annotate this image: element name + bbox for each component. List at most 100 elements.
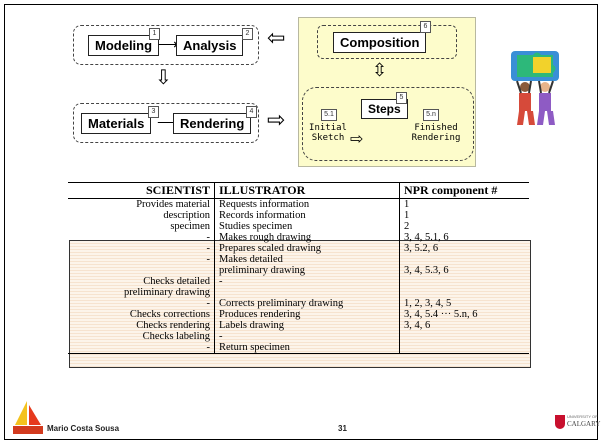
table-cell-sci: Provides material [68, 198, 215, 210]
table-row: preliminary drawing [68, 287, 529, 298]
composition-num: 6 [420, 21, 431, 33]
arrow-updown-hollow-icon: ⇳ [372, 60, 388, 80]
table-row: preliminary drawing 3, 4, 5.3, 6 [68, 265, 529, 276]
initial-sketch-label: Initial Sketch [305, 123, 351, 143]
table-cell-npr [400, 254, 530, 265]
table-cell-npr: 1, 2, 3, 4, 5 [404, 298, 452, 309]
materials-rendering-group [73, 103, 259, 143]
table-row: Checks detailed- [68, 276, 529, 287]
arrow-right-icon: ⟶ [158, 36, 179, 52]
table-cell-npr [400, 342, 530, 354]
table-cell-ill: Return specimen [214, 342, 400, 354]
materials-box: Materials [81, 113, 152, 134]
table-cell-ill [214, 287, 400, 298]
table-cell-ill: Studies specimen [214, 221, 400, 232]
table-cell-ill: preliminary drawing [214, 265, 400, 276]
table-cell-npr [400, 276, 530, 287]
table-cell-sci: - [68, 298, 215, 309]
sail-logo [13, 401, 43, 434]
table-cell-sci: - [68, 243, 215, 254]
modeling-box: Modeling [88, 35, 160, 56]
table-row: -Return specimen [68, 342, 529, 354]
table-cell-ill: Records information [214, 210, 400, 221]
arrow-down-hollow-icon: ⇩ [155, 67, 172, 89]
modeling-num: 1 [149, 28, 160, 40]
table-cell-sci: preliminary drawing [68, 287, 215, 298]
slide: Modeling 1 ⟶ Analysis 2 ⇩ Materials 3 ⟶ … [4, 4, 600, 440]
table-cell-npr: 1 [404, 210, 410, 221]
analysis-box: Analysis [176, 35, 244, 56]
table-row: Checks labeling- [68, 331, 529, 342]
steps-box: Steps [361, 99, 408, 119]
table-cell-sci: - [68, 232, 215, 243]
table-header-row: SCIENTIST ILLUSTRATOR NPR component # [68, 182, 529, 199]
table-cell-npr: 3, 4, 5.4 ··· 5.n, 6 [404, 309, 478, 320]
table-cell-npr: 2 [404, 221, 410, 232]
finished-rendering-label: Finished Rendering [408, 123, 464, 143]
table-cell-sci: description [68, 210, 215, 221]
col-npr: NPR component # [399, 182, 529, 199]
puzzle-people-clipart [511, 51, 559, 125]
finished-line2: Rendering [411, 133, 461, 143]
arrow-right-hollow-icon: ⇨ [267, 107, 286, 132]
composition-group [317, 25, 457, 59]
arrow-right-hollow-icon: ⇨ [350, 131, 364, 148]
analysis-num: 2 [242, 28, 253, 40]
table-cell-npr: 3, 5.2, 6 [404, 243, 439, 254]
table-cell-sci: specimen [68, 221, 215, 232]
table-cell-npr [400, 287, 530, 298]
arrow-left-hollow-icon: ⇦ [267, 25, 286, 50]
table-cell-ill: - [214, 331, 400, 342]
table-cell-ill: Labels drawing [214, 320, 400, 331]
table-row: -Prepares scaled drawing 3, 5.2, 6 [68, 243, 529, 254]
modeling-analysis-group [73, 25, 259, 65]
table-cell-ill: - [214, 276, 400, 287]
table-cell-npr [400, 331, 530, 342]
logo-text-2: CALGARY [567, 420, 601, 428]
table-cell-ill: Makes detailed [214, 254, 400, 265]
table-row: -Corrects preliminary drawing 1, 2, 3, 4,… [68, 298, 529, 309]
table-cell-npr: 3, 4, 5.3, 6 [404, 265, 449, 276]
rendering-box: Rendering [173, 113, 252, 134]
materials-num: 3 [148, 106, 159, 118]
finished-num: 5.n [423, 109, 439, 121]
initial-num: 5.1 [321, 109, 337, 121]
logo-text-1: UNIVERSITY OF [567, 414, 598, 419]
arrow-right-icon: ⟶ [157, 114, 178, 130]
finished-line1: Finished [414, 123, 458, 133]
table-row: -Makes rough drawing 3, 4, 5.1, 6 [68, 232, 529, 243]
table-cell-npr: 1 [404, 199, 410, 210]
table-cell-sci: Checks corrections [68, 309, 215, 320]
table-cell-sci: Checks labeling [68, 331, 215, 342]
col-illustrator: ILLUSTRATOR [214, 182, 400, 199]
table-cell-ill: Prepares scaled drawing [214, 243, 400, 254]
rendering-num: 4 [246, 106, 257, 118]
table-cell-npr: 3, 4, 5.1, 6 [404, 232, 449, 243]
table-cell-ill: Corrects preliminary drawing [214, 298, 400, 309]
table-row: -Makes detailed [68, 254, 529, 265]
initial-line1: Initial [309, 123, 347, 133]
composition-box: Composition [333, 32, 427, 53]
npr-table: SCIENTIST ILLUSTRATOR NPR component # Pr… [68, 182, 529, 354]
table-cell-sci: - [68, 254, 215, 265]
table-cell-ill: Makes rough drawing [214, 232, 400, 243]
table-cell-ill: Requests information [214, 198, 400, 210]
steps-num: 5 [396, 92, 407, 104]
table-cell-sci: Checks detailed [68, 276, 215, 287]
table-cell-sci [68, 265, 215, 276]
table-cell-npr: 3, 4, 6 [404, 320, 431, 331]
col-scientist: SCIENTIST [68, 182, 215, 199]
table-cell-ill: Produces rendering [214, 309, 400, 320]
steps-group [302, 87, 474, 161]
university-logo: UNIVERSITY OF CALGARY [555, 413, 600, 435]
author-name: Mario Costa Sousa [47, 424, 120, 433]
initial-line2: Sketch [311, 133, 345, 143]
table-cell-sci: - [68, 342, 215, 354]
table-cell-sci: Checks rendering [68, 320, 215, 331]
page-number: 31 [338, 424, 347, 433]
